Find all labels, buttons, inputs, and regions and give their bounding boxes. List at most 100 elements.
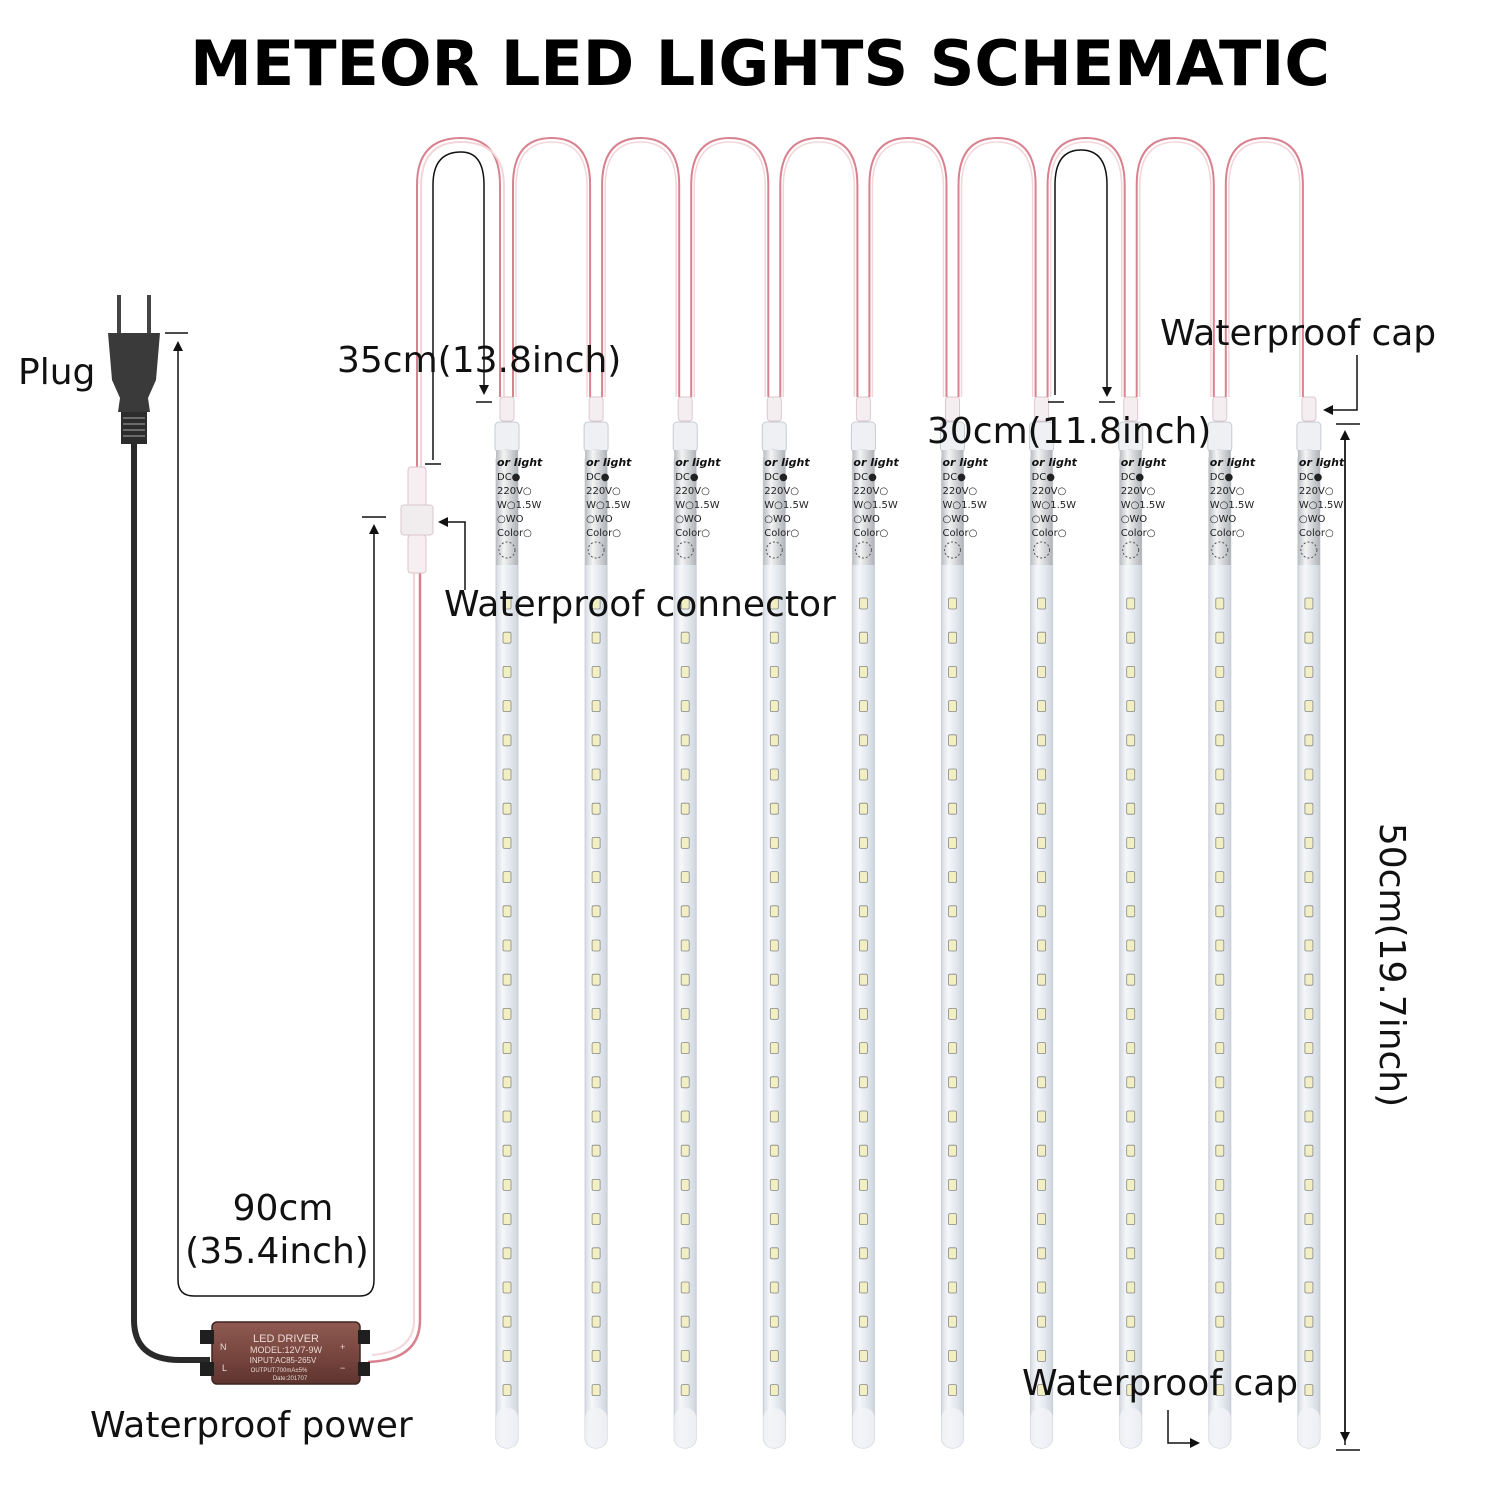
led-chip <box>1215 1110 1225 1123</box>
cap-bottom-arrow <box>1167 1410 1200 1448</box>
led-chip <box>948 1008 957 1020</box>
led-chip <box>1126 1144 1136 1157</box>
led-chip <box>680 597 690 610</box>
led-chip <box>680 1213 690 1225</box>
connector-arrow <box>438 517 466 590</box>
tube-power: W○1.5W <box>853 500 898 511</box>
tube-wo: ○WO <box>1121 514 1148 525</box>
led-chip <box>1126 700 1136 712</box>
led-chip <box>1215 734 1225 747</box>
led-chip <box>502 1179 512 1191</box>
tube-top-cap <box>588 396 604 422</box>
led-chip <box>769 837 779 849</box>
led-chip <box>1037 1281 1046 1294</box>
led-chip <box>1126 1076 1136 1089</box>
wire-loops <box>416 136 1304 470</box>
led-chip <box>1126 1350 1136 1362</box>
led-chip <box>680 802 690 815</box>
tube-brand: or light <box>586 456 632 469</box>
led-chip <box>502 1042 512 1054</box>
led-chip <box>591 1076 601 1089</box>
tube-top-cap <box>1301 396 1317 422</box>
led-chip <box>591 1281 601 1294</box>
driver-model: MODEL:12V7-9W <box>250 1345 323 1355</box>
led-chip <box>502 1110 512 1123</box>
led-chip <box>859 597 868 610</box>
plug-label: Plug <box>18 352 95 393</box>
led-chip <box>948 939 957 952</box>
led-chip <box>859 1008 868 1020</box>
led-chip <box>769 973 779 986</box>
led-chip <box>1304 871 1314 883</box>
led-chip <box>1215 1213 1225 1225</box>
led-chip <box>591 1144 601 1157</box>
led-chip <box>1215 1350 1225 1362</box>
tube-dc: DC● <box>586 472 610 483</box>
led-chip <box>1126 1315 1136 1328</box>
led-chip <box>948 597 957 610</box>
driver-terminal-l: L <box>222 1363 227 1373</box>
driver-output: OUTPUT:700mA±5% <box>251 1368 308 1374</box>
tube-top-cap <box>677 396 693 422</box>
led-chip <box>859 1042 868 1054</box>
led-chip <box>1215 1008 1225 1020</box>
tube-top-cap <box>766 396 782 422</box>
led-chip <box>591 597 601 610</box>
led-chip <box>948 837 957 849</box>
tube-wo: ○WO <box>497 514 524 525</box>
tube-spacing-dimension <box>1048 149 1115 403</box>
led-chip <box>1037 597 1046 610</box>
led-chip <box>1126 973 1136 986</box>
led-chip <box>680 1110 690 1123</box>
led-chip <box>1126 1179 1136 1191</box>
wire-loop <box>1135 136 1215 397</box>
tube-dc: DC● <box>675 472 699 483</box>
led-chip <box>1304 700 1314 712</box>
led-chip <box>859 1281 868 1294</box>
led-chip <box>1304 1110 1314 1123</box>
led-chip <box>859 837 868 849</box>
led-chip <box>948 666 957 678</box>
led-chip <box>1304 802 1314 815</box>
led-chip <box>680 1315 690 1328</box>
led-chip <box>769 631 779 644</box>
led-chip <box>1037 734 1046 747</box>
led-chip <box>680 905 690 918</box>
tube-end-cap <box>850 421 876 453</box>
led-chip <box>591 1247 601 1260</box>
tube-length-dimension <box>1336 423 1360 1451</box>
led-chip <box>591 1213 601 1225</box>
led-chip <box>1304 837 1314 849</box>
led-chip <box>1037 1144 1046 1157</box>
led-chip <box>859 1350 868 1362</box>
led-chip <box>948 1076 957 1089</box>
led-chip <box>948 1384 957 1396</box>
led-chip <box>1215 1247 1225 1260</box>
led-chip <box>1304 939 1314 952</box>
tube-brand: or light <box>943 456 989 469</box>
led-chip <box>948 1315 957 1328</box>
led-chip <box>1304 1076 1314 1089</box>
tube-voltage: 220V○ <box>1032 486 1067 497</box>
tube-seal-icon <box>854 541 872 559</box>
tube-wo: ○WO <box>943 514 970 525</box>
led-chip <box>680 734 690 747</box>
led-driver: LED DRIVER MODEL:12V7-9W INPUT:AC85-265V… <box>200 1321 370 1385</box>
tube-seal-icon <box>587 541 605 559</box>
led-chip <box>502 768 512 781</box>
led-chip <box>502 1144 512 1157</box>
led-chip <box>591 837 601 849</box>
plug <box>108 295 160 444</box>
led-chip <box>859 1179 868 1191</box>
tube-wo: ○WO <box>853 514 880 525</box>
driver-terminal-plus: + <box>340 1342 345 1352</box>
led-chip <box>948 905 957 918</box>
tube-bottom-cap <box>852 1408 875 1448</box>
led-chip <box>502 1384 512 1396</box>
